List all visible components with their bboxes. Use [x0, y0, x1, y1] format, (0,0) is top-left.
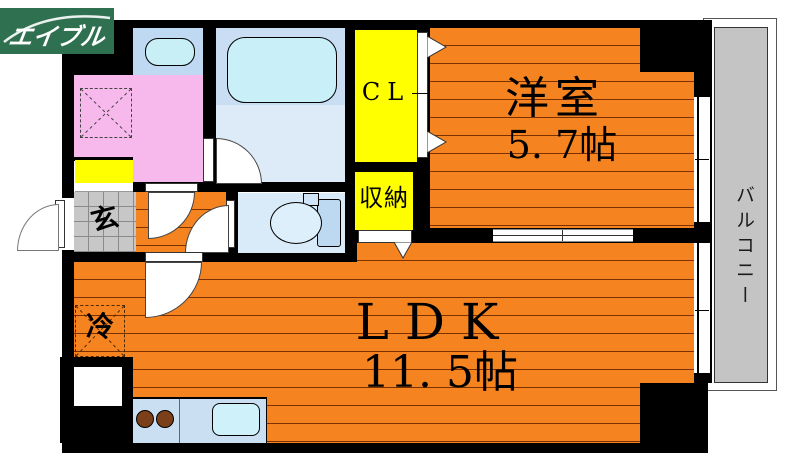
ldk-size: 11. 5帖	[362, 347, 518, 398]
washroom-door-leaf	[145, 183, 198, 192]
partition-center-line	[493, 235, 633, 236]
closet-label: CL	[361, 78, 411, 106]
wall-ldk-top-left	[62, 252, 357, 262]
washing-machine-pan	[80, 88, 132, 138]
toilet-bowl	[270, 202, 322, 244]
pillar-top-right-overlay	[640, 28, 695, 72]
washroom-door-swing	[148, 192, 195, 239]
stove-burner-icon	[136, 410, 154, 428]
washbasin-sink	[145, 38, 195, 66]
pipe-space	[74, 367, 122, 406]
western-room-size: 5. 7帖	[506, 123, 618, 167]
shoe-cabinet-counter	[75, 183, 133, 192]
wall-under-washroom	[62, 155, 133, 161]
bathtub	[227, 37, 337, 103]
wall-right-lower	[694, 373, 712, 383]
wall-under-bathroom	[133, 182, 357, 192]
washroom-floor-lower	[133, 157, 203, 182]
entrance-door-swing	[17, 204, 59, 251]
entrance-opening	[62, 198, 74, 250]
refrigerator-label: 冷	[85, 310, 114, 343]
balcony-floor	[714, 27, 768, 383]
closet-door-arrow-top-icon	[427, 36, 447, 58]
stove-burner-icon	[156, 410, 174, 428]
able-logo: エイブル	[0, 8, 114, 54]
shoe-cabinet	[75, 160, 133, 183]
wall-toilet-right	[345, 192, 357, 262]
western-room-name: 洋室	[505, 73, 605, 124]
refrigerator-space	[75, 305, 125, 357]
ldk-floor-strip	[357, 243, 694, 262]
window-tick	[695, 159, 709, 160]
storage-label: 収納	[359, 184, 409, 212]
pillar-bottom-right-overlay	[640, 383, 708, 443]
bathroom-door-leaf	[203, 138, 214, 182]
washing-machine-cross-icon	[81, 89, 131, 137]
wall-bottom	[62, 443, 708, 453]
logo-swoosh-icon	[3, 15, 111, 43]
storage-door-arrow-icon	[394, 242, 412, 259]
partition-sliding-window	[493, 229, 633, 242]
storage-door	[358, 230, 412, 243]
partition-tick	[562, 230, 563, 241]
western-room-window	[695, 97, 712, 222]
storage-box	[355, 172, 413, 230]
window-tick	[695, 310, 709, 311]
closet-folding-door	[412, 32, 428, 158]
logo-text: エイブル	[6, 23, 107, 51]
kitchen-sink	[212, 403, 260, 436]
balcony-label: バルコニー	[733, 184, 755, 310]
closet-door-arrow-bottom-icon	[427, 131, 447, 153]
ldk-door-leaf	[145, 252, 203, 262]
ldk-name: LDK	[355, 293, 515, 351]
closet-box	[355, 30, 417, 162]
entrance-floor	[74, 192, 136, 252]
ldk-window	[695, 243, 712, 373]
wall-right-mid	[694, 222, 712, 243]
closet-door-divider	[412, 93, 428, 94]
kitchen-counter-divider	[179, 399, 180, 443]
wall-right-upper	[694, 28, 712, 97]
